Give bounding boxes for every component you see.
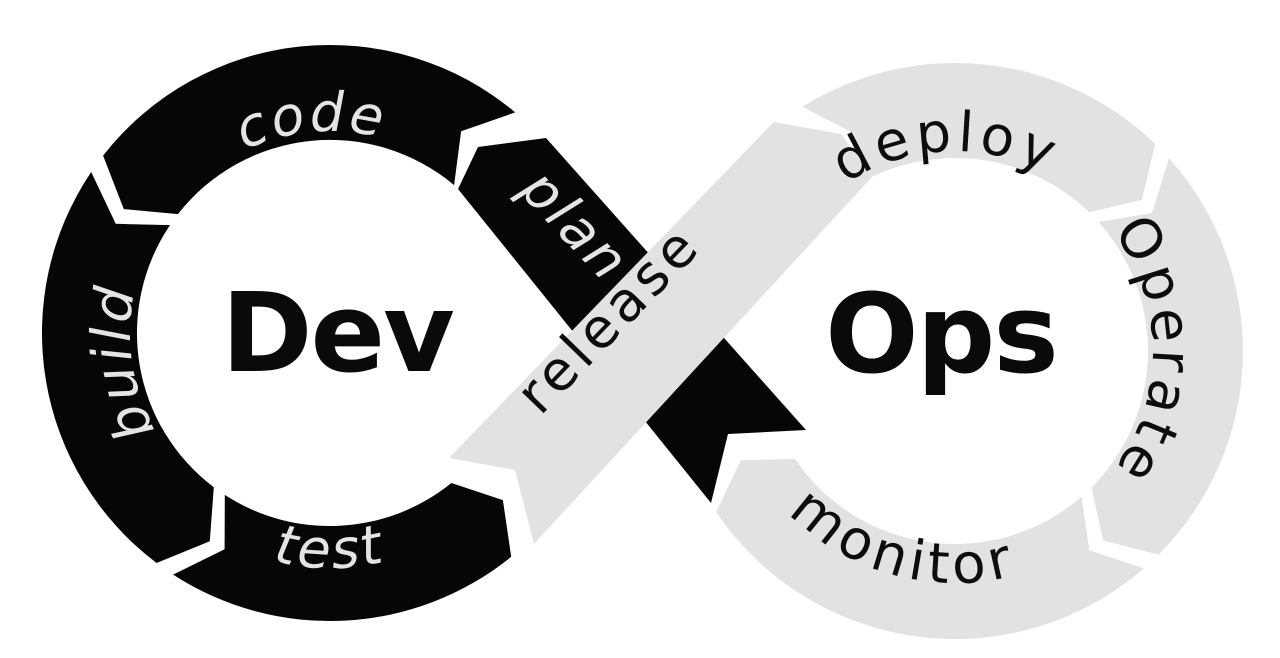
ops-segment-operate-shape <box>1091 158 1243 555</box>
ops-center-label: Ops <box>825 270 1057 398</box>
dev-center-label: Dev <box>221 269 454 397</box>
test-label: test <box>270 512 387 582</box>
dev-segment-code-shape <box>103 44 516 215</box>
ops-segment-monitor-shape <box>716 458 1144 640</box>
test-label-text: test <box>270 512 390 582</box>
ops-segment-release-shape <box>449 122 872 544</box>
ops-segment-deploy-shape <box>802 63 1156 213</box>
dev-segment-test-shape <box>173 483 512 622</box>
dev-segment-build-shape <box>41 172 214 563</box>
